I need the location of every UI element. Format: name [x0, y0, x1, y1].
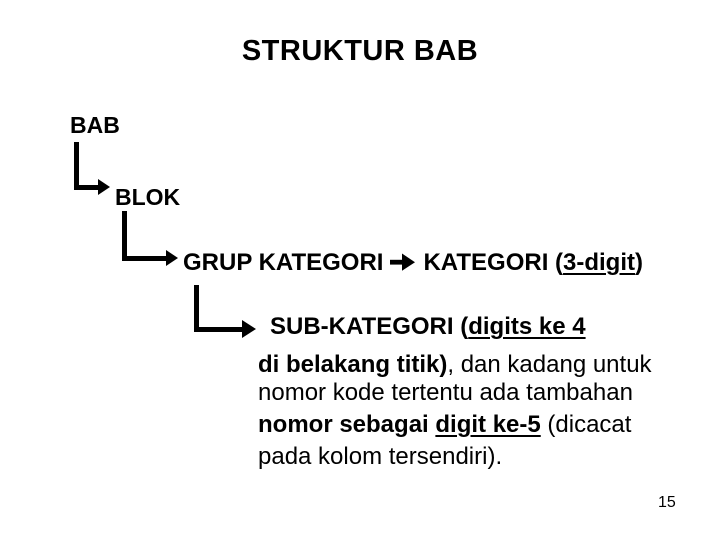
connector-horizontal-line [194, 327, 242, 332]
arrowhead-right-icon [98, 179, 110, 195]
level4-line2: di belakang titik), dan kadang untuk [258, 353, 652, 377]
connector-vertical-line [122, 211, 127, 261]
level4-line4: nomor sebagai digit ke-5 (dicacat [258, 413, 631, 437]
digits-ke-4-underlined-text: digits ke 4 [468, 313, 586, 340]
dan-kadang-untuk-text: , dan kadang untuk [447, 351, 652, 378]
connector-blok-grup [122, 211, 182, 267]
nomor-kode-text: nomor kode tertentu ada tambahan [258, 379, 633, 406]
connector-bab-blok [74, 142, 114, 195]
arrowhead-right-icon [242, 320, 256, 338]
connector-vertical-line [194, 285, 199, 332]
sub-kategori-text: SUB-KATEGORI ( [270, 313, 469, 340]
connector-vertical-line [74, 142, 79, 190]
right-arrow-icon [390, 253, 416, 271]
level4-line3: nomor kode tertentu ada tambahan [258, 381, 633, 405]
level2-blok-label: BLOK [115, 184, 181, 210]
arrowhead-right-icon [166, 250, 178, 266]
three-digit-underlined-text: 3-digit [563, 249, 636, 276]
grup-kategori-text: GRUP KATEGORI [183, 249, 384, 276]
pada-kolom-text: pada kolom tersendiri). [258, 443, 503, 470]
connector-horizontal-line [74, 185, 98, 190]
di-belakang-titik-text: di belakang titik) [258, 351, 448, 378]
level1-bab-label: BAB [70, 112, 120, 138]
slide-title: STRUKTUR BAB [241, 35, 479, 67]
level3-grup-kategori-line: GRUP KATEGORI KATEGORI (3-digit) [183, 251, 643, 275]
dicacat-text: (dicacat [540, 411, 632, 438]
digit-ke-5-underlined-text: digit ke-5 [435, 411, 541, 438]
level4-line1: SUB-KATEGORI (digits ke 4 [270, 315, 586, 339]
connector-grup-subkategori [194, 285, 259, 338]
connector-horizontal-line [122, 256, 166, 261]
page-number: 15 [658, 494, 676, 511]
closing-paren-text: ) [635, 249, 644, 276]
nomor-sebagai-text: nomor sebagai [258, 411, 436, 438]
kategori-text: KATEGORI ( [423, 249, 564, 276]
level4-line5: pada kolom tersendiri). [258, 445, 502, 469]
